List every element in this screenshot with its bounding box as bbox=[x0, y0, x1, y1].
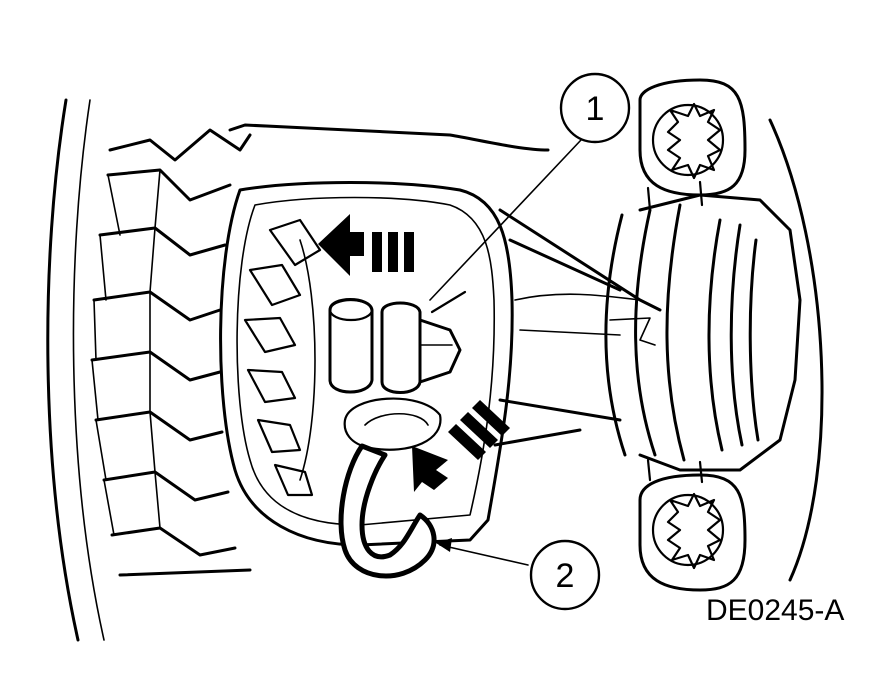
removal-arrow-down-left bbox=[412, 400, 510, 492]
differential-pinion-gears bbox=[328, 290, 467, 394]
bolt-bottom bbox=[638, 473, 747, 592]
callout-1: 1 bbox=[429, 72, 631, 301]
callout-2: 2 bbox=[436, 538, 601, 611]
housing-outline bbox=[46, 98, 105, 642]
callout-1-number: 1 bbox=[586, 90, 605, 128]
thrust-washer bbox=[343, 397, 442, 451]
axle-flange bbox=[604, 180, 802, 484]
bolt-top bbox=[638, 78, 747, 197]
case-top-edge bbox=[228, 123, 550, 152]
ring-gear bbox=[90, 128, 252, 577]
side-gear bbox=[243, 218, 322, 497]
callout-2-number: 2 bbox=[556, 557, 575, 595]
figure-code: DE0245-A bbox=[706, 594, 845, 627]
removal-arrow-left bbox=[318, 214, 414, 276]
housing-right-arc bbox=[768, 118, 824, 582]
hook-tool bbox=[338, 443, 437, 579]
pinion-shaft-assembly bbox=[493, 208, 662, 447]
